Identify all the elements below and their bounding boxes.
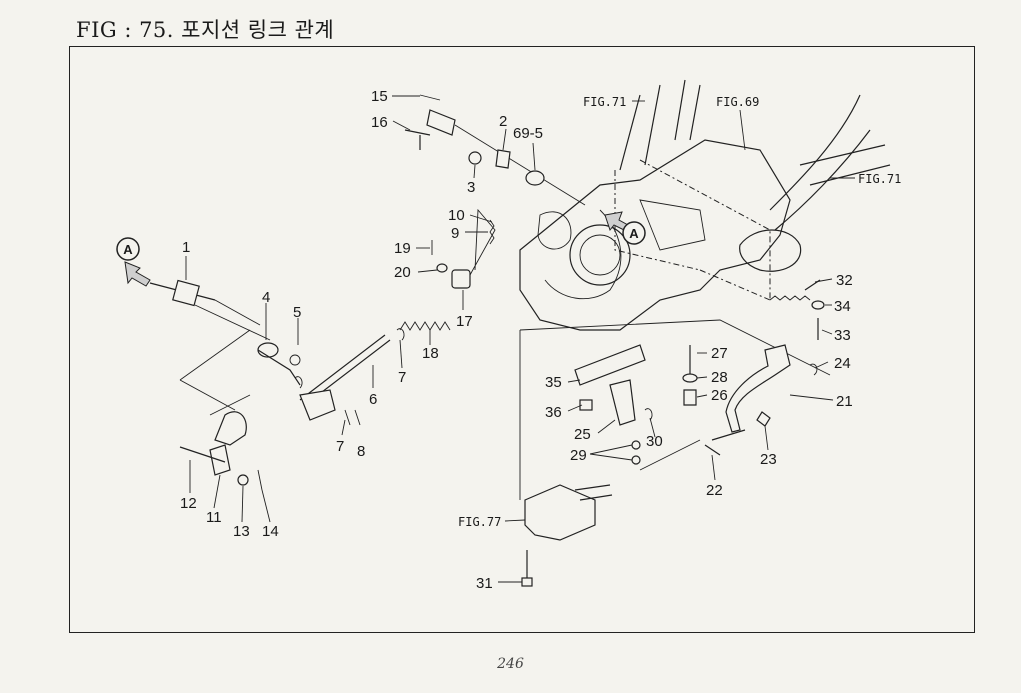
part-label-3: 3 bbox=[467, 179, 475, 196]
part-label-28: 28 bbox=[711, 369, 728, 386]
fig71-right-ref: FIG.71 bbox=[858, 172, 901, 186]
figure-title: FIG : 75. 포지션 링크 관계 bbox=[76, 18, 335, 42]
marker-a-left: A bbox=[116, 237, 140, 261]
fig77-ref: FIG.77 bbox=[458, 515, 501, 529]
part-label-19: 19 bbox=[394, 240, 411, 257]
part-label-8: 8 bbox=[357, 443, 365, 460]
part-label-12: 12 bbox=[180, 495, 197, 512]
part-label-13: 13 bbox=[233, 523, 250, 540]
part-labels: 1 4 5 6 7 7 8 9 10 11 12 13 14 15 16 17 … bbox=[180, 88, 853, 592]
marker-a-left-label: A bbox=[123, 242, 133, 257]
part-label-69-5: 69-5 bbox=[513, 125, 543, 142]
diagram-frame bbox=[69, 46, 975, 633]
part-label-5: 5 bbox=[293, 304, 301, 321]
part-label-17: 17 bbox=[456, 313, 473, 330]
part-label-36: 36 bbox=[545, 404, 562, 421]
part-label-15: 15 bbox=[371, 88, 388, 105]
part-label-7a: 7 bbox=[398, 369, 406, 386]
part-label-35: 35 bbox=[545, 374, 562, 391]
part-label-24: 24 bbox=[834, 355, 851, 372]
part-label-10: 10 bbox=[448, 207, 465, 224]
part-label-29: 29 bbox=[570, 447, 587, 464]
part-label-30: 30 bbox=[646, 433, 663, 450]
part-label-25: 25 bbox=[574, 426, 591, 443]
part-label-6: 6 bbox=[369, 391, 377, 408]
part-label-7b: 7 bbox=[336, 438, 344, 455]
leader-lines bbox=[185, 95, 855, 583]
part-label-9: 9 bbox=[451, 225, 459, 242]
part-label-22: 22 bbox=[706, 482, 723, 499]
marker-a-right: A bbox=[622, 221, 646, 245]
part-label-31: 31 bbox=[476, 575, 493, 592]
part-label-11: 11 bbox=[206, 509, 222, 526]
part-label-2: 2 bbox=[499, 113, 507, 130]
lower-right-linkage bbox=[519, 279, 831, 587]
arrow-a-left-icon bbox=[124, 261, 151, 287]
fig71-top-ref: FIG.71 bbox=[583, 95, 626, 109]
part-label-14: 14 bbox=[262, 523, 279, 540]
part-label-4: 4 bbox=[262, 289, 270, 306]
upper-parts bbox=[404, 94, 629, 232]
part-label-1: 1 bbox=[182, 239, 190, 256]
frame-rails bbox=[619, 79, 891, 272]
part-label-32: 32 bbox=[836, 272, 853, 289]
part-label-27: 27 bbox=[711, 345, 728, 362]
part-label-33: 33 bbox=[834, 327, 851, 344]
part-label-16: 16 bbox=[371, 114, 388, 131]
left-linkage bbox=[124, 208, 496, 491]
part-label-23: 23 bbox=[760, 451, 777, 468]
page-number: 246 bbox=[497, 656, 524, 672]
part-label-34: 34 bbox=[834, 298, 851, 315]
marker-a-right-label: A bbox=[629, 226, 639, 241]
transmission-housing bbox=[519, 139, 791, 331]
part-label-18: 18 bbox=[422, 345, 439, 362]
part-label-20: 20 bbox=[394, 264, 411, 281]
part-label-21: 21 bbox=[836, 393, 853, 410]
part-label-26: 26 bbox=[711, 387, 728, 404]
fig69-ref: FIG.69 bbox=[716, 95, 759, 109]
